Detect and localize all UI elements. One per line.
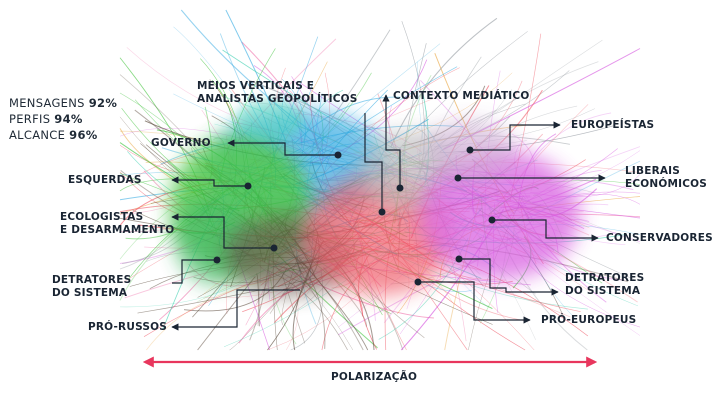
label-esquerdas: ESQUERDAS xyxy=(68,174,142,186)
connector-nodes xyxy=(213,146,496,286)
label-pro-russos: PRÓ-RUSSOS xyxy=(88,321,168,333)
stat-perfis: PERFIS 94% xyxy=(9,112,83,126)
label-pro-europeus: PRÓ-EUROPEUS xyxy=(541,314,637,326)
label-polarizacao: POLARIZAÇÃO xyxy=(331,371,418,383)
label-conservadores: CONSERVADORES xyxy=(606,232,713,244)
coverage-stats: MENSAGENS 92% PERFIS 94% ALCANCE 96% xyxy=(9,95,117,143)
connector-lines xyxy=(171,94,606,331)
label-governo: GOVERNO xyxy=(151,137,211,149)
stat-mensagens: MENSAGENS 92% xyxy=(9,96,118,110)
network-strand xyxy=(390,17,498,148)
label-europeistas: EUROPEÍSTAS xyxy=(571,119,655,131)
stat-alcance: ALCANCE 96% xyxy=(9,128,98,142)
label-contexto-mediatico: CONTEXTO MEDIÁTICO xyxy=(393,90,530,102)
